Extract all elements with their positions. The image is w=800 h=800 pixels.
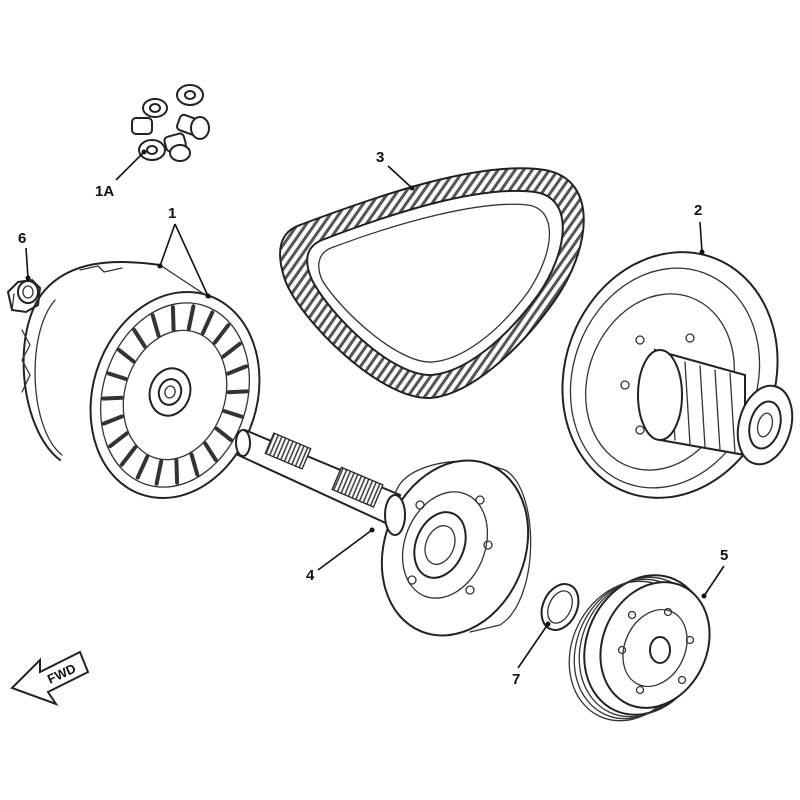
part-3-drive-belt [279,167,585,400]
cooling-fin [154,459,164,486]
cooling-fin [186,304,196,331]
callout-2: 2 [694,202,702,219]
part-2-secondary-clutch [561,251,794,499]
cooling-fin [212,323,231,345]
cooling-fin [150,313,161,338]
cooling-fin [101,395,124,401]
part-4-clutch-drum [380,459,532,637]
part-7-washer [540,583,580,631]
callout-6: 6 [18,230,26,247]
cooling-fin [203,441,218,462]
part-6-nut [6,278,42,314]
cooling-fin [226,389,249,395]
callout-7: 7 [512,671,520,688]
callout-4: 4 [306,567,315,584]
forward-arrow-icon: FWD [10,650,90,706]
part-1a-rollers [131,84,210,162]
input-shaft [235,428,402,527]
cooling-fin [101,414,124,426]
cooling-fin [222,409,244,419]
cooling-fin [189,452,200,477]
callout-1: 1 [168,205,176,222]
cooling-fin [132,328,147,349]
cooling-fin [135,454,150,480]
cooling-fin [106,371,128,381]
part-1-primary-clutch [21,261,261,500]
callout-3: 3 [376,149,384,166]
callout-5: 5 [720,547,728,564]
cooling-fin [119,445,138,467]
cooling-fin [108,431,129,449]
cooling-fin [174,458,180,485]
cooling-fin [117,347,136,364]
part-5-clutch-pack [568,574,711,722]
callouts: 1A 1 6 3 2 4 5 7 [18,149,728,688]
cooling-fin [214,426,233,443]
callout-1a: 1A [95,183,114,200]
cooling-fin [226,364,249,376]
cooling-fin [170,305,176,332]
cooling-fin [221,341,242,359]
cooling-fin [200,310,215,336]
